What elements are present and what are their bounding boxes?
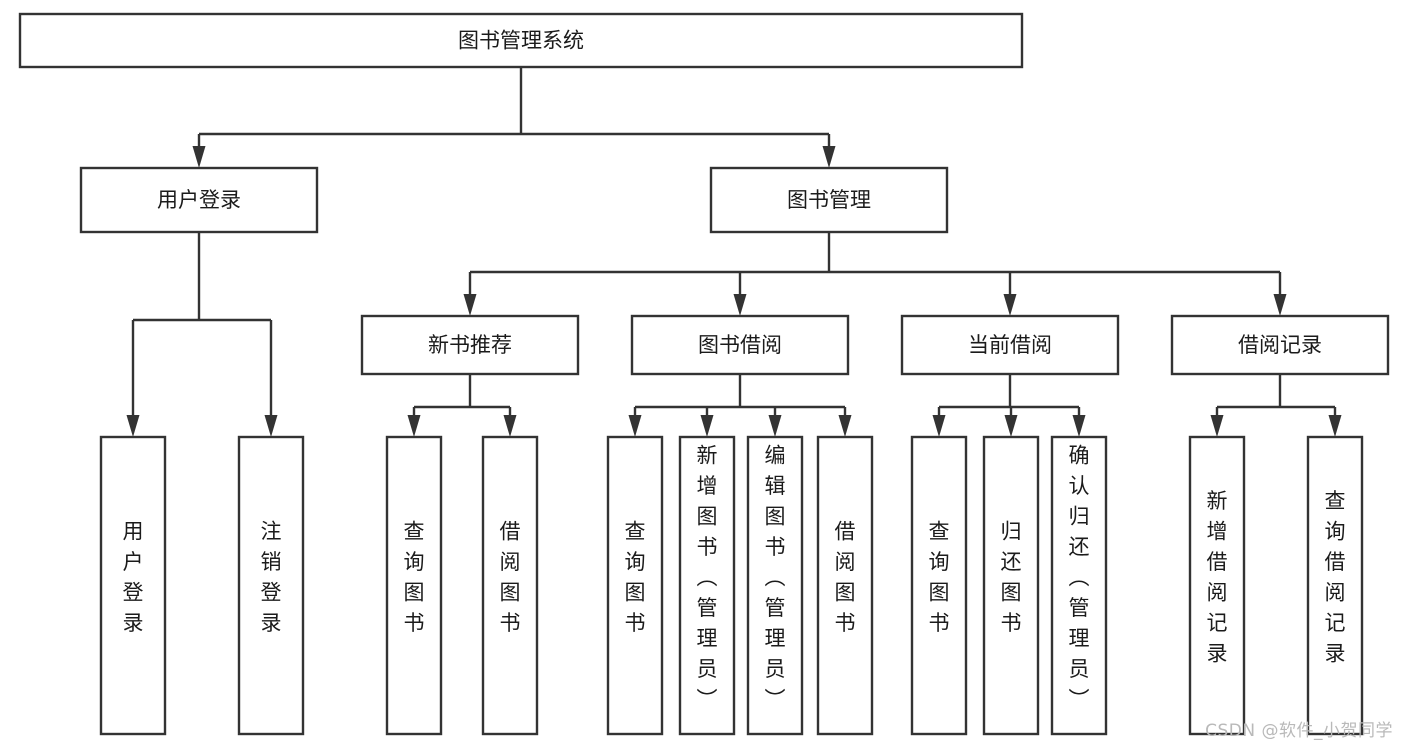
- node-leaf_05[interactable]: 查询图书: [606, 435, 664, 736]
- node-label-leaf_05: 查询图书: [625, 520, 646, 636]
- node-box-leaf_05[interactable]: [606, 435, 664, 736]
- connector-group-l1_b: [463, 232, 1287, 316]
- node-box-l2_a[interactable]: [360, 314, 580, 376]
- node-l1_b[interactable]: 图书管理: [709, 166, 949, 234]
- node-leaf_09[interactable]: 查询图书: [910, 435, 968, 736]
- connector-layer: [126, 67, 1342, 437]
- node-label-leaf_12: 新增借阅记录: [1207, 489, 1228, 666]
- node-leaf_13[interactable]: 查询借阅记录: [1306, 435, 1364, 736]
- node-label-l2_c: 当前借阅: [968, 333, 1052, 357]
- node-l2_a[interactable]: 新书推荐: [360, 314, 580, 376]
- node-label-leaf_11: 确认归还︵管理员︶: [1069, 443, 1090, 711]
- node-l2_b[interactable]: 图书借阅: [630, 314, 850, 376]
- node-label-leaf_01: 用户登录: [123, 520, 144, 636]
- node-box-leaf_02[interactable]: [237, 435, 305, 736]
- node-label-leaf_02: 注销登录: [261, 520, 282, 636]
- node-box-l2_d[interactable]: [1170, 314, 1390, 376]
- node-label-l1_b: 图书管理: [787, 188, 871, 212]
- node-leaf_01[interactable]: 用户登录: [99, 435, 167, 736]
- node-leaf_08[interactable]: 借阅图书: [816, 435, 874, 736]
- node-leaf_11[interactable]: 确认归还︵管理员︶: [1050, 435, 1108, 736]
- node-label-leaf_09: 查询图书: [929, 520, 950, 636]
- connector-group-l2_a: [407, 374, 517, 437]
- node-box-leaf_01[interactable]: [99, 435, 167, 736]
- node-l1_a[interactable]: 用户登录: [79, 166, 319, 234]
- node-label-l2_a: 新书推荐: [428, 333, 512, 357]
- connector-group-l2_c: [932, 374, 1086, 437]
- node-label-leaf_04: 借阅图书: [500, 520, 521, 636]
- node-box-l1_a[interactable]: [79, 166, 319, 234]
- node-box-leaf_13[interactable]: [1306, 435, 1364, 736]
- node-box-leaf_03[interactable]: [385, 435, 443, 736]
- node-l2_c[interactable]: 当前借阅: [900, 314, 1120, 376]
- connector-group-l2_d: [1210, 374, 1342, 437]
- node-box-l2_b[interactable]: [630, 314, 850, 376]
- node-l2_d[interactable]: 借阅记录: [1170, 314, 1390, 376]
- connector-group-root: [192, 67, 836, 168]
- connector-group-l2_b: [628, 374, 852, 437]
- node-label-l2_b: 图书借阅: [698, 333, 782, 357]
- node-label-root: 图书管理系统: [458, 29, 584, 53]
- node-box-leaf_07[interactable]: [746, 435, 804, 736]
- node-box-l2_c[interactable]: [900, 314, 1120, 376]
- connector-group-l1_a: [126, 232, 278, 437]
- node-leaf_10[interactable]: 归还图书: [982, 435, 1040, 736]
- node-box-l1_b[interactable]: [709, 166, 949, 234]
- node-label-leaf_13: 查询借阅记录: [1325, 489, 1346, 666]
- node-box-root[interactable]: [18, 12, 1024, 69]
- node-box-leaf_12[interactable]: [1188, 435, 1246, 736]
- node-leaf_04[interactable]: 借阅图书: [481, 435, 539, 736]
- node-box-leaf_09[interactable]: [910, 435, 968, 736]
- node-label-leaf_03: 查询图书: [404, 520, 425, 636]
- node-leaf_03[interactable]: 查询图书: [385, 435, 443, 736]
- node-label-l2_d: 借阅记录: [1238, 333, 1322, 357]
- node-leaf_06[interactable]: 新增图书︵管理员︶: [678, 435, 736, 736]
- node-leaf_07[interactable]: 编辑图书︵管理员︶: [746, 435, 804, 736]
- node-label-leaf_06: 新增图书︵管理员︶: [697, 443, 718, 711]
- node-label-leaf_10: 归还图书: [1001, 520, 1022, 636]
- node-box-leaf_11[interactable]: [1050, 435, 1108, 736]
- node-leaf_02[interactable]: 注销登录: [237, 435, 305, 736]
- node-label-leaf_08: 借阅图书: [835, 520, 856, 636]
- node-box-leaf_04[interactable]: [481, 435, 539, 736]
- node-box-leaf_08[interactable]: [816, 435, 874, 736]
- node-leaf_12[interactable]: 新增借阅记录: [1188, 435, 1246, 736]
- node-layer: 图书管理系统用户登录图书管理新书推荐图书借阅当前借阅借阅记录用户登录注销登录查询…: [18, 12, 1390, 736]
- node-label-leaf_07: 编辑图书︵管理员︶: [765, 443, 786, 711]
- watermark-label: CSDN @软件_小贺同学: [1205, 721, 1393, 741]
- node-root[interactable]: 图书管理系统: [18, 12, 1024, 69]
- node-box-leaf_06[interactable]: [678, 435, 736, 736]
- node-box-leaf_10[interactable]: [982, 435, 1040, 736]
- node-label-l1_a: 用户登录: [157, 188, 241, 212]
